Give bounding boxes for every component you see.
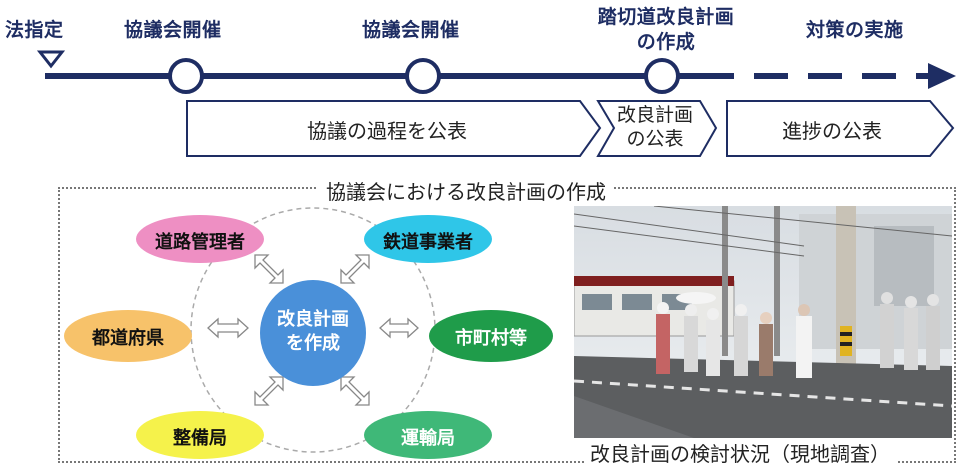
timeline-arrowhead-icon	[928, 63, 956, 89]
stakeholder-ellipse-road-manager	[136, 215, 264, 263]
arrow-icon-top-left	[254, 254, 284, 284]
photo-caption: 改良計画の検討状況（現地調査）	[584, 438, 896, 467]
arrow-icon-right	[379, 317, 419, 339]
phase-text-plan: 改良計画 の公表	[616, 104, 693, 150]
stakeholder-ellipse-railway-operator	[364, 215, 492, 263]
milestone-label-plan-creation: 踏切道改良計画 の作成	[597, 6, 735, 53]
center-plan-circle	[260, 280, 366, 386]
arrow-icon-top-right	[340, 254, 370, 284]
stakeholder-ellipse-transport-bureau	[364, 411, 492, 459]
council-section-title: 協議会における改良計画の作成	[318, 176, 614, 205]
milestone-circle-2	[405, 58, 441, 94]
stakeholder-label-transport-bureau: 運輸局	[401, 428, 455, 449]
stakeholder-label-railway-operator: 鉄道事業者	[383, 232, 473, 253]
center-plan-label: 改良計画 を作成	[277, 309, 349, 354]
site-survey-photo	[574, 206, 952, 438]
triangle-marker-icon	[36, 50, 66, 69]
stakeholder-diagram	[64, 207, 553, 459]
stakeholder-label-municipality: 市町村等	[455, 328, 527, 349]
stakeholder-label-road-manager: 道路管理者	[155, 232, 245, 253]
stakeholder-label-prefecture: 都道府県	[92, 328, 164, 349]
milestone-label-council-2: 協議会開催	[362, 19, 460, 41]
milestone-label-implementation: 対策の実施	[806, 19, 904, 41]
phase-text-progress: 進捗の公表	[782, 119, 882, 143]
phase-box-progress	[726, 100, 955, 157]
arrow-icon-left	[207, 317, 249, 339]
milestone-circle-1	[168, 58, 204, 94]
arrow-icon-bottom-left	[254, 376, 284, 406]
arrow-icon-bottom-right	[340, 376, 370, 406]
stakeholder-ellipse-development-bureau	[136, 411, 264, 459]
milestone-circle-3	[644, 58, 680, 94]
timeline-graphic	[36, 50, 956, 157]
phase-box-process	[186, 100, 602, 157]
stakeholder-ellipse-prefecture	[64, 310, 192, 362]
phase-box-plan	[596, 100, 718, 157]
milestone-label-council-1: 協議会開催	[124, 19, 222, 41]
stakeholder-label-development-bureau: 整備局	[173, 428, 227, 449]
milestone-label-designation: 法指定	[5, 19, 64, 41]
phase-text-process: 協議の過程を公表	[307, 119, 467, 143]
stakeholder-ellipse-municipality	[429, 310, 553, 362]
